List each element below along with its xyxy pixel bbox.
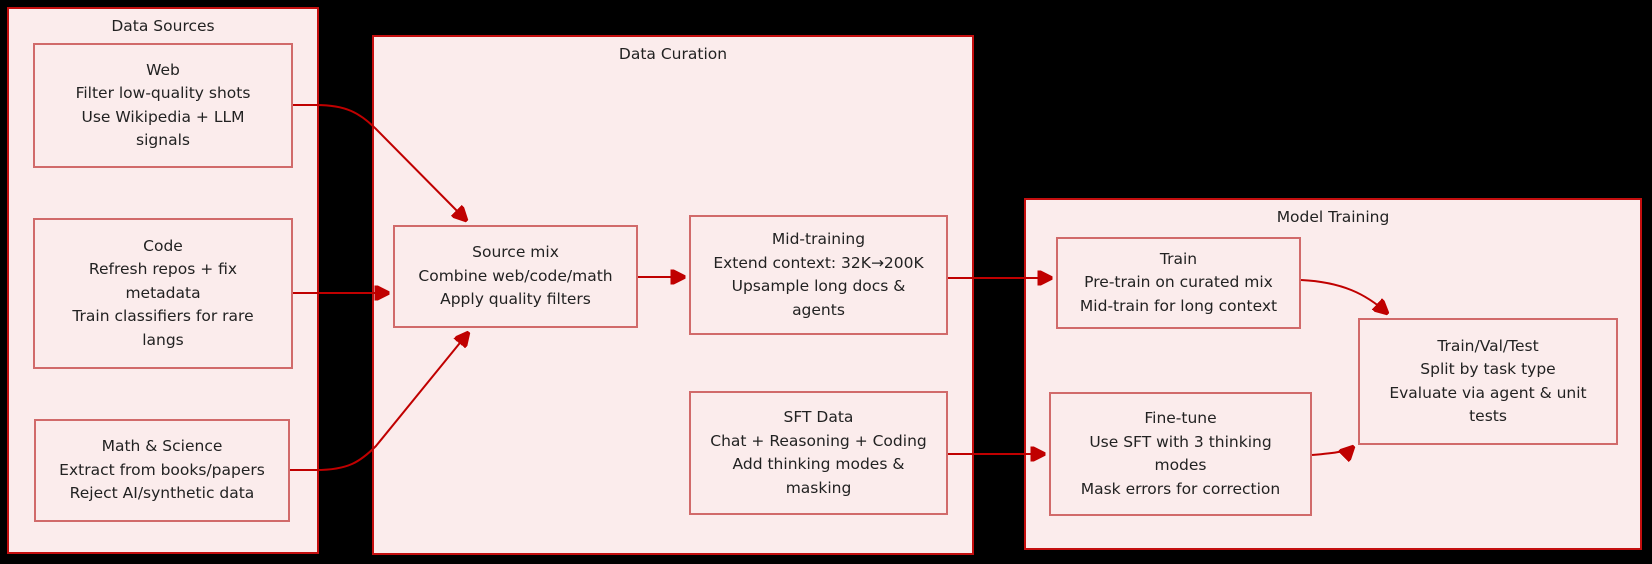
- node-text-line: Mid-training: [771, 230, 866, 248]
- node-text-line: tests: [1469, 407, 1507, 425]
- container-title-data-sources: Data Sources: [111, 17, 215, 35]
- node-text-line: agents: [792, 300, 845, 319]
- node-text-line: SFT Data: [783, 408, 854, 426]
- node-text-line: Pre-train on curated mix: [1084, 273, 1273, 292]
- node-text-line: Mid-train for long context: [1079, 296, 1278, 315]
- node-text-line: Upsample long docs &: [731, 277, 906, 295]
- node-text-line: Train classifiers for rare: [72, 307, 254, 326]
- node-text-line: Mask errors for correction: [1080, 479, 1281, 498]
- node-text-line: Chat + Reasoning + Coding: [710, 431, 927, 450]
- node-text-line: Web: [146, 60, 180, 79]
- node-text-line: Fine-tune: [1144, 409, 1217, 427]
- node-text-line: Combine web/code/math: [418, 266, 613, 285]
- node-text-line: Extend context: 32K→200K: [713, 253, 924, 272]
- node-text-line: Code: [143, 236, 183, 255]
- node-text-line: Apply quality filters: [440, 290, 591, 309]
- node-text-line: Train: [1159, 249, 1198, 268]
- container-title-model-training: Model Training: [1276, 208, 1390, 226]
- node-text-line: metadata: [125, 283, 201, 302]
- node-text-line: Evaluate via agent & unit: [1389, 383, 1587, 402]
- node-text-line: Reject AI/synthetic data: [69, 484, 255, 503]
- node-text-line: Use SFT with 3 thinking: [1089, 432, 1272, 451]
- node-text-line: modes: [1154, 456, 1207, 474]
- node-text-line: signals: [136, 131, 190, 149]
- node-text-line: Refresh repos + fix: [88, 260, 238, 279]
- node-text-line: Filter low-quality shots: [75, 84, 251, 102]
- node-text-line: masking: [785, 478, 852, 497]
- node-text-line: Math & Science: [101, 437, 223, 456]
- node-text-line: Add thinking modes &: [732, 455, 905, 473]
- node-text-line: Extract from books/papers: [59, 460, 265, 479]
- node-text-line: langs: [142, 330, 184, 349]
- node-text-line: Source mix: [472, 243, 559, 262]
- node-text-line: Split by task type: [1420, 360, 1556, 378]
- node-text-line: Train/Val/Test: [1437, 336, 1539, 355]
- container-title-data-curation: Data Curation: [618, 45, 728, 63]
- node-text-line: Use Wikipedia + LLM: [81, 107, 245, 126]
